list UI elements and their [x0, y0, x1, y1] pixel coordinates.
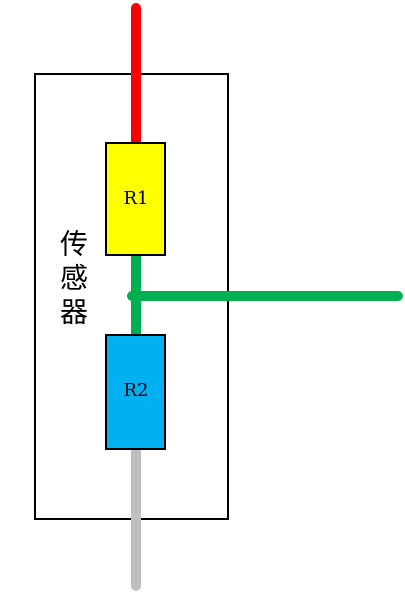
resistor-r1-label: R1	[123, 188, 149, 209]
resistor-r2-label: R2	[123, 380, 149, 401]
resistor-r1	[105, 142, 166, 256]
sensor-label: 传感器	[56, 229, 89, 331]
resistor-r2	[105, 334, 166, 450]
